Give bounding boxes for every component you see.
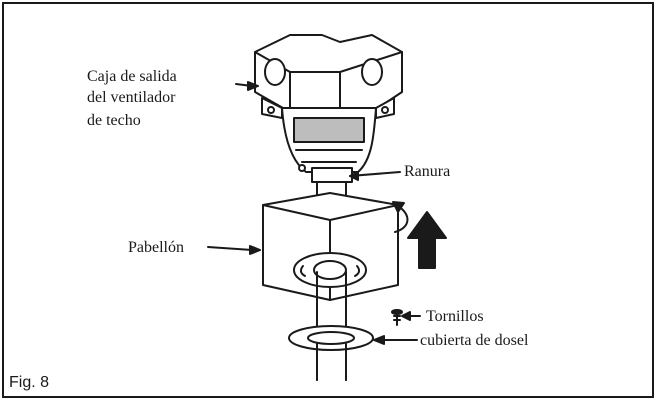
label-canopy-cover: cubierta de dosel <box>420 332 529 349</box>
label-outlet-box-line2: del ventilador <box>87 89 176 106</box>
canopy <box>262 192 399 301</box>
label-slot: Ranura <box>404 163 451 180</box>
rotate-arrow-icon <box>392 201 409 233</box>
outlet-box-leader <box>235 81 259 91</box>
pavilion-leader <box>207 245 261 255</box>
up-arrow-icon <box>407 211 447 269</box>
label-pavilion: Pabellón <box>128 239 184 256</box>
label-outlet-box-line3: de techo <box>87 112 141 129</box>
canopy-cover-ring <box>288 325 418 381</box>
figure-number: Fig. 8 <box>9 374 50 391</box>
screw-icon <box>391 309 421 326</box>
slot-leader <box>349 171 401 181</box>
label-screws: Tornillos <box>426 308 484 325</box>
label-outlet-box-line1: Caja de salida <box>87 68 177 85</box>
outlet-box <box>254 34 403 183</box>
figure-frame <box>2 2 654 398</box>
